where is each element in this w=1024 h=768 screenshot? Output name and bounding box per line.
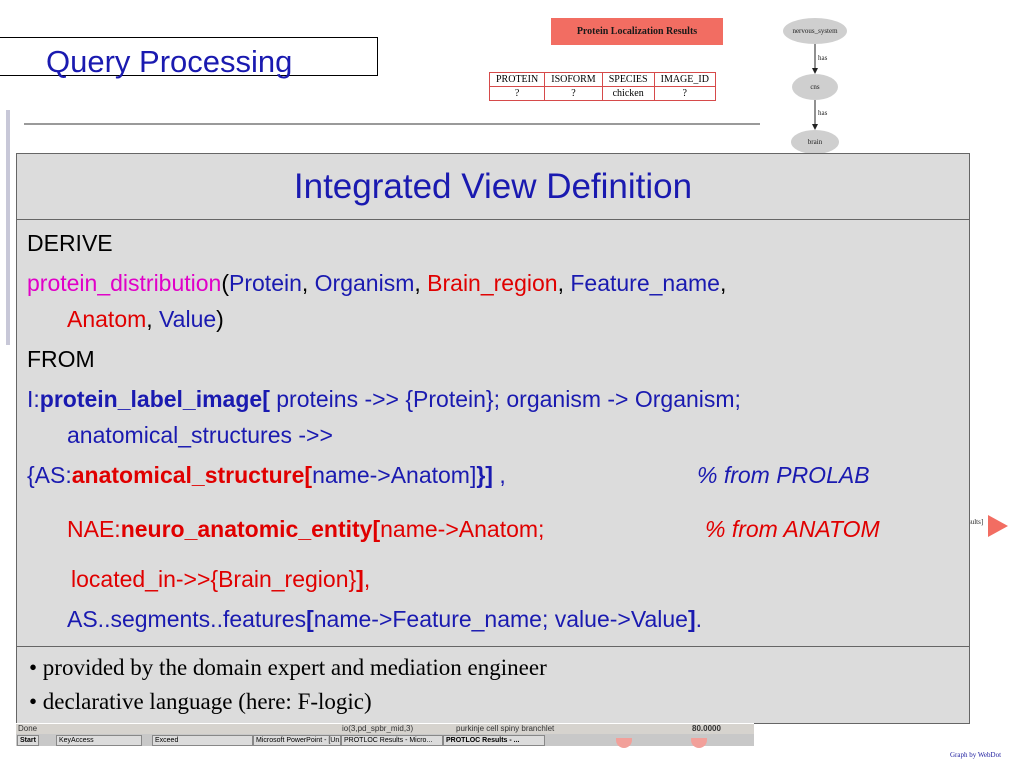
note-declarative-language: • declarative language (here: F-logic)	[29, 689, 372, 714]
cell-isoform: ?	[544, 86, 603, 101]
graph-node-fragment-1	[616, 738, 632, 748]
slide-title: Query Processing	[46, 44, 293, 79]
slide-title-box	[0, 37, 378, 76]
arg-protein: Protein	[229, 270, 302, 296]
from-line-3: {AS:anatomical_structure[name->Anatom]}]…	[27, 462, 506, 488]
node-nervous-system[interactable]: nervous_system	[783, 18, 847, 44]
status-cell-id: io(3,pd_spbr_mid,3)	[342, 724, 414, 733]
comment-anatom: % from ANATOM	[705, 516, 880, 542]
query-table: PROTEIN ISOFORM SPECIES IMAGE_ID ? ? chi…	[488, 72, 716, 101]
node-cns[interactable]: cns	[792, 74, 838, 100]
status-cell-value: 80.0000	[692, 724, 721, 733]
arg-value: Value	[159, 306, 217, 332]
status-done: Done	[18, 724, 38, 733]
from-line-5: located_in->>{Brain_region}],	[71, 566, 371, 592]
taskbar: Start KeyAccess Exceed Microsoft PowerPo…	[16, 734, 754, 746]
panel-notes: • provided by the domain expert and medi…	[17, 646, 969, 724]
edge-label-has-1: has	[818, 54, 828, 62]
browser-status-bar: Done io(3,pd_spbr_mid,3) purkinje cell s…	[16, 723, 754, 735]
from-line-6: AS..segments..features[name->Feature_nam…	[67, 606, 703, 632]
integrated-view-panel: Integrated View Definition DERIVE protei…	[16, 153, 970, 724]
arg-organism: Organism	[314, 270, 415, 296]
head-predicate: protein_distribution	[27, 270, 222, 296]
from-line-1: I:protein_label_image[ proteins ->> {Pro…	[27, 386, 741, 412]
taskbar-exceed[interactable]: Exceed	[152, 735, 253, 746]
arg-brain-region: Brain_region	[427, 270, 558, 296]
class-neuro-anatomic-entity: neuro_anatomic_entity[	[120, 516, 381, 542]
from-line-2: anatomical_structures ->>	[67, 422, 333, 448]
table-row: ? ? chicken ?	[488, 86, 716, 101]
comment-prolab: % from PROLAB	[697, 462, 870, 488]
graph-node-fragment-2	[691, 738, 707, 748]
results-node-fragment: sults]	[968, 518, 984, 526]
arg-feature-name: Feature_name	[570, 270, 720, 296]
arg-anatom: Anatom	[67, 306, 147, 332]
derive-keyword: DERIVE	[27, 230, 113, 256]
class-anatomical-structure: anatomical_structure[	[71, 462, 313, 488]
graph-edges	[812, 44, 818, 130]
divider-line	[24, 123, 760, 125]
graph-credit: Graph by WebDot	[950, 751, 1002, 759]
from-line-4: NAE:neuro_anatomic_entity[name->Anatom;	[67, 516, 545, 542]
taskbar-protloc-2[interactable]: PROTLOC Results - ...	[443, 735, 545, 746]
taskbar-protloc-1[interactable]: PROTLOC Results - Micro...	[341, 735, 443, 746]
from-keyword: FROM	[27, 346, 95, 372]
left-rule	[6, 110, 10, 345]
taskbar-powerpoint[interactable]: Microsoft PowerPoint - [Un...	[253, 735, 341, 746]
node-brain[interactable]: brain	[791, 130, 839, 154]
start-button[interactable]: Start	[17, 735, 39, 746]
derive-head-line: protein_distribution(Protein, Organism, …	[27, 270, 727, 296]
status-cell-name: purkinje cell spiny branchlet	[456, 724, 555, 733]
note-domain-expert: • provided by the domain expert and medi…	[29, 655, 547, 680]
class-protein-label-image: protein_label_image[	[39, 386, 270, 412]
protein-localization-results-node[interactable]: Protein Localization Results	[551, 18, 723, 45]
edge-label-has-2: has	[818, 109, 828, 117]
results-arrow	[988, 515, 1008, 537]
derive-head-line-2: Anatom, Value)	[67, 306, 224, 332]
taskbar-keyaccess[interactable]: KeyAccess	[56, 735, 142, 746]
panel-title: Integrated View Definition	[17, 154, 969, 220]
cell-image-id: ?	[653, 86, 716, 101]
